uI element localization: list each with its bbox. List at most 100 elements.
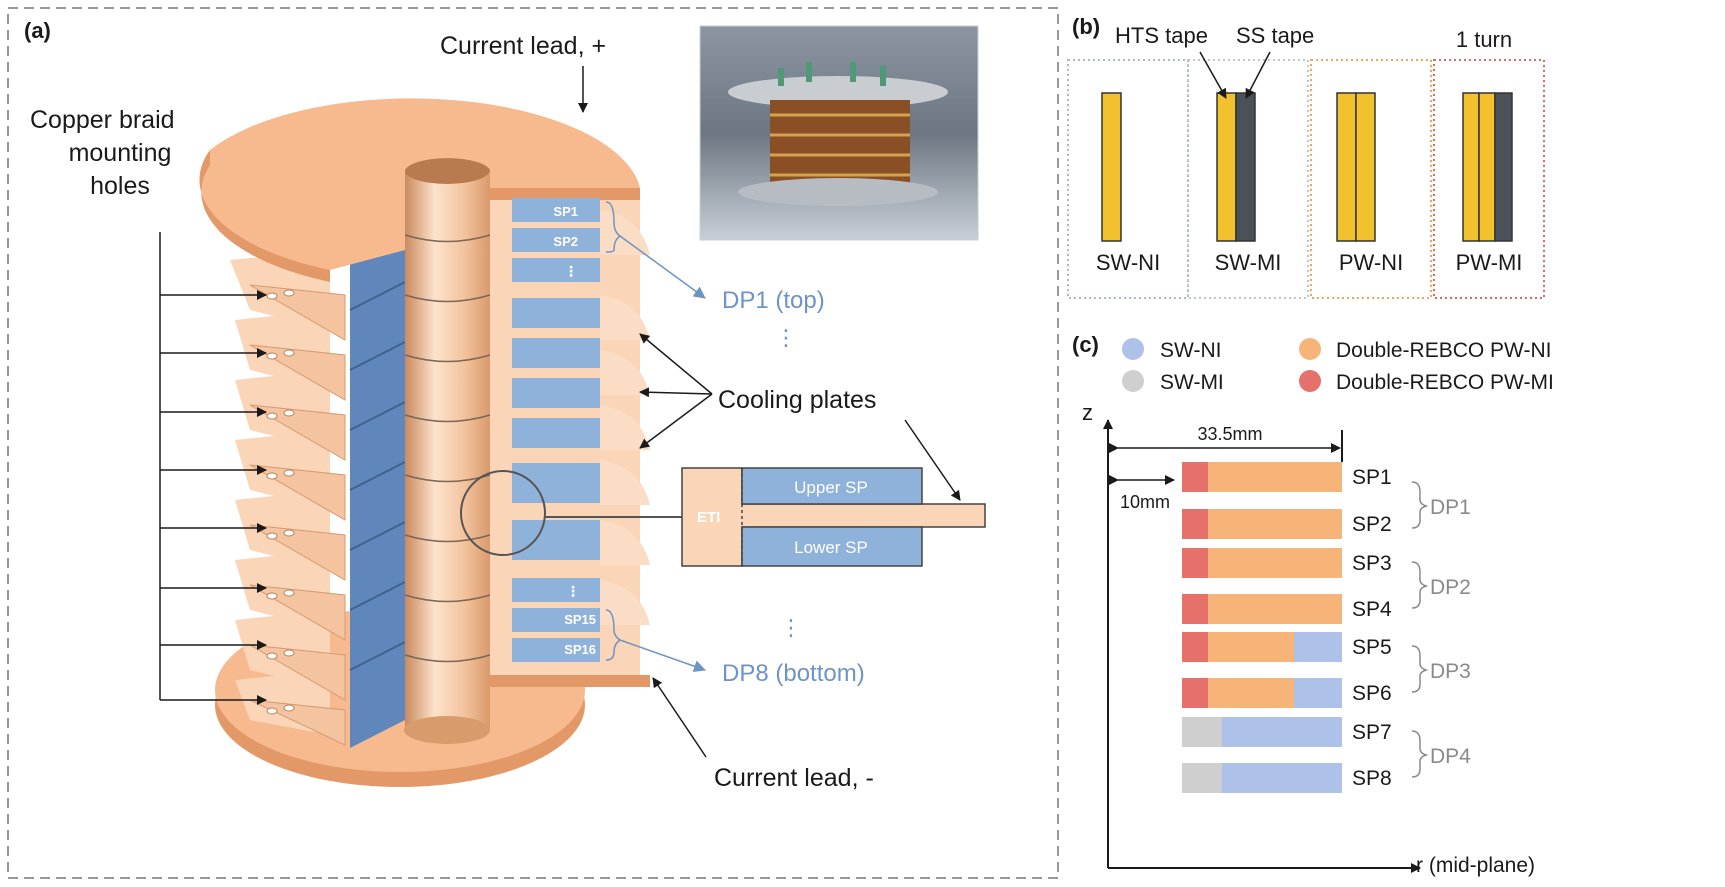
- type-pw-mi: PW-MI: [1456, 250, 1523, 275]
- cooling-plates-label: Cooling plates: [718, 386, 876, 414]
- box-sw-mi: [1187, 59, 1309, 299]
- panel-b: (b) HTS tape SS tape 1 turn SW-NI SW-MI …: [1067, 14, 1545, 299]
- sp-row-2: [1182, 509, 1342, 539]
- eti-label: ETI: [697, 509, 720, 526]
- bore-rings: [404, 234, 491, 663]
- ss-tape-arrow: [1245, 51, 1271, 99]
- tape-pw-mi-hts1: [1462, 92, 1480, 242]
- dp-dots-top: ⋮: [775, 325, 797, 350]
- hts-tape-label: HTS tape: [1115, 23, 1208, 48]
- inner-bore: [405, 170, 490, 730]
- sp-row-7: [1182, 717, 1342, 747]
- current-lead-minus: Current lead, -: [714, 764, 874, 792]
- tape-sw-mi-hts: [1216, 92, 1237, 242]
- sp16-label: SP16: [564, 642, 596, 657]
- eti-zoom-circle: [460, 470, 546, 556]
- sp-row-label-3: SP3: [1352, 552, 1392, 575]
- dp-group-2: DP2: [1430, 576, 1471, 599]
- tape-pw-mi-ss: [1494, 92, 1513, 242]
- tape-sw-ni-hts: [1101, 92, 1122, 242]
- pancake-coils: [512, 198, 600, 662]
- sp-row-label-1: SP1: [1352, 466, 1392, 489]
- type-sw-mi: SW-MI: [1215, 250, 1282, 275]
- dp-dots-bottom: ⋮: [780, 615, 802, 640]
- cooling-plates-arrows: [639, 333, 961, 501]
- sp-row-3: [1182, 548, 1342, 578]
- type-sw-ni: SW-NI: [1096, 250, 1160, 275]
- sp-row-6: [1182, 678, 1342, 708]
- sp-row-label-4: SP4: [1352, 598, 1392, 621]
- box-pw-ni: [1310, 59, 1432, 299]
- ss-tape-label: SS tape: [1236, 23, 1314, 48]
- tape-sw-mi-ss: [1235, 92, 1256, 242]
- hts-tape-arrow: [1199, 51, 1227, 99]
- sp-row-4: [1182, 594, 1342, 624]
- tape-pw-mi-hts2: [1478, 92, 1496, 242]
- legend-sw-ni: SW-NI: [1160, 339, 1221, 362]
- photo-inset: [699, 25, 979, 241]
- panel-c-tag: (c): [1072, 332, 1099, 357]
- dp-braces: [1411, 481, 1429, 778]
- sp2-label: SP2: [553, 234, 578, 249]
- dim-offset-label: 10mm: [1120, 492, 1170, 512]
- mounting-holes-line3: holes: [90, 172, 150, 200]
- axis-z-label: z: [1082, 400, 1093, 425]
- dp-top-label: DP1 (top): [722, 287, 825, 314]
- upper-sp-label: Upper SP: [794, 478, 868, 497]
- current-lead-minus-arrow: [652, 677, 707, 758]
- sp-row-label-7: SP7: [1352, 721, 1392, 744]
- coil-dots-top: ⋮: [564, 263, 578, 279]
- dp-group-4: DP4: [1430, 745, 1471, 768]
- panel-c: (c) SW-NI SW-MI Double-REBCO PW-NI Doubl…: [1072, 332, 1554, 877]
- inner-bore-bottom: [404, 716, 490, 744]
- sp-row-label-5: SP5: [1352, 636, 1392, 659]
- dp-bottom-label: DP8 (bottom): [722, 660, 865, 687]
- top-flange-rim: [199, 150, 330, 282]
- bottom-flange-edge: [490, 675, 650, 687]
- top-flange: [199, 98, 641, 270]
- lower-sp-label: Lower SP: [794, 538, 868, 557]
- mounting-holes-dots: [266, 289, 295, 715]
- legend-sw-mi: SW-MI: [1160, 371, 1224, 394]
- dp-group-1: DP1: [1430, 496, 1471, 519]
- one-turn-label: 1 turn: [1456, 27, 1512, 52]
- mounting-holes-leaders: [159, 232, 267, 705]
- panel-a: (a): [7, 7, 1059, 879]
- sp-row-8: [1182, 763, 1342, 793]
- type-pw-ni: PW-NI: [1339, 250, 1403, 275]
- tape-pw-ni-hts1: [1336, 92, 1357, 242]
- axis-r-label: r (mid-plane): [1416, 854, 1535, 877]
- legend-pw-mi: Double-REBCO PW-MI: [1336, 371, 1554, 394]
- mounting-holes-line2: mounting: [69, 139, 172, 167]
- sp-row-label-8: SP8: [1352, 767, 1392, 790]
- box-sw-ni: [1067, 59, 1189, 299]
- sp-row-label-2: SP2: [1352, 513, 1392, 536]
- legend-sw-ni-swatch: [1122, 338, 1144, 360]
- dp1-arrow: [619, 235, 706, 299]
- coil-stack-left: [350, 222, 405, 748]
- legend-pw-ni-swatch: [1299, 338, 1321, 360]
- legend-sw-mi-swatch: [1122, 370, 1144, 392]
- box-pw-mi: [1433, 59, 1545, 299]
- dim-total-label: 33.5mm: [1197, 424, 1262, 444]
- sp-row-1: [1182, 462, 1342, 492]
- legend-pw-ni: Double-REBCO PW-NI: [1336, 339, 1552, 362]
- coil-dots-bottom: ⋮: [566, 583, 580, 599]
- eti-inset: [681, 467, 986, 567]
- dp-group-3: DP3: [1430, 660, 1471, 683]
- panel-b-tag: (b): [1072, 14, 1100, 39]
- legend-pw-mi-swatch: [1299, 370, 1321, 392]
- sp1-label: SP1: [553, 204, 578, 219]
- panel-a-tag: (a): [24, 18, 51, 43]
- sp15-label: SP15: [564, 612, 596, 627]
- sp-row-5: [1182, 632, 1342, 662]
- dp8-arrow: [619, 639, 706, 672]
- sp-row-label-6: SP6: [1352, 682, 1392, 705]
- current-lead-plus: Current lead, +: [440, 32, 606, 60]
- mounting-holes-line1: Copper braid: [30, 106, 175, 134]
- coil-stack-left-lines: [349, 281, 406, 671]
- cooling-plate-fins-right: [600, 210, 650, 625]
- tape-pw-ni-hts2: [1355, 92, 1376, 242]
- inner-bore-top: [404, 156, 490, 184]
